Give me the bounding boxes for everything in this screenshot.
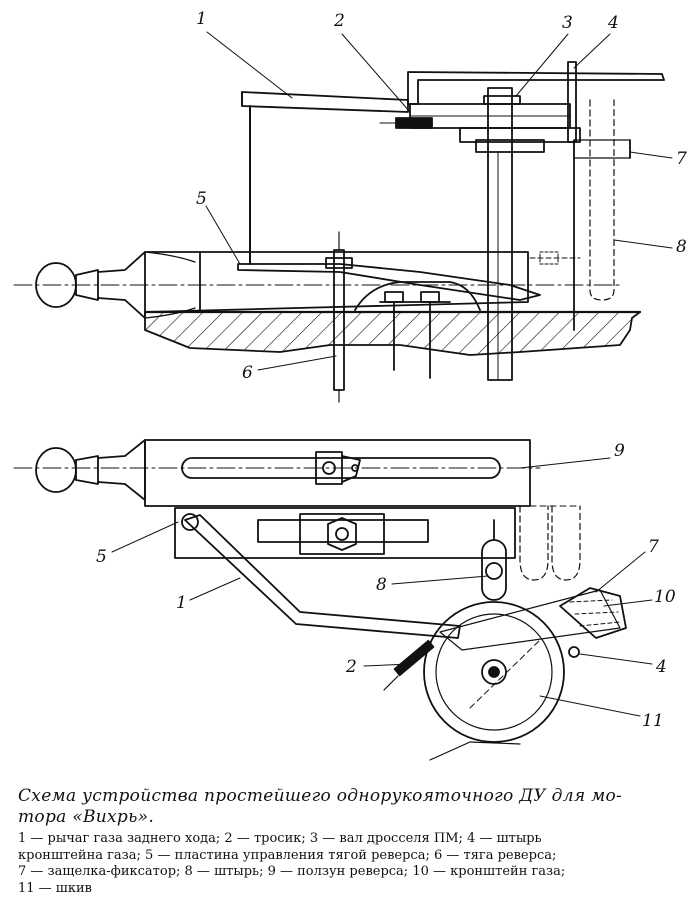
caption-title: Схема устройства простейшего однорукоято…: [18, 786, 688, 828]
tiller-body: [144, 251, 529, 313]
reverse-plate: [237, 263, 541, 301]
label-top-7: 7: [676, 149, 687, 169]
label-bottom-7: 7: [648, 537, 659, 557]
legend-line-1: 1 — рычаг газа заднего хода; 2 — тросик;…: [18, 831, 542, 846]
gas-lever-bottom: [184, 514, 461, 639]
label-top-8: 8: [676, 237, 687, 257]
caption-title-line-2: тора «Вихрь».: [18, 807, 155, 827]
throttle-shaft: [487, 87, 513, 381]
label-top-4: 4: [607, 13, 619, 33]
label-bottom-11: 11: [642, 711, 664, 731]
legend-line-2: кронштейна газа; 5 — пластина управления…: [18, 847, 557, 863]
label-bottom-4: 4: [655, 657, 667, 677]
pulley: [423, 601, 565, 743]
top-view: [13, 31, 673, 403]
legend-line-4: 11 — шкив: [18, 880, 93, 896]
label-bottom-8: 8: [376, 575, 387, 595]
label-bottom-5: 5: [96, 547, 107, 567]
label-bottom-10: 10: [654, 587, 676, 607]
caption-legend: 1 — рычаг газа заднего хода; 2 — тросик;…: [18, 831, 688, 897]
label-top-6: 6: [242, 363, 253, 383]
label-bottom-1: 1: [176, 593, 187, 613]
label-bottom-2: 2: [345, 657, 357, 677]
caption-title-line-1: Схема устройства простейшего однорукоято…: [18, 786, 623, 806]
label-top-1: 1: [196, 9, 207, 29]
label-top-5: 5: [196, 189, 207, 209]
label-bottom-9: 9: [614, 441, 625, 461]
cable: [395, 117, 433, 129]
label-top-3: 3: [562, 13, 573, 33]
bottom-view: [13, 439, 653, 761]
reverse-slider: [144, 439, 531, 507]
gas-bracket-pin: [567, 61, 577, 143]
label-top-2: 2: [333, 11, 345, 31]
gas-lever: [241, 91, 409, 113]
mechanism-diagram: 1 2 3 4 5 6 7 8 9 5 1 8 7 10 2 4 11: [13, 9, 687, 761]
legend-line-3: 7 — защелка-фиксатор; 8 — штырь; 9 — пол…: [18, 864, 566, 879]
